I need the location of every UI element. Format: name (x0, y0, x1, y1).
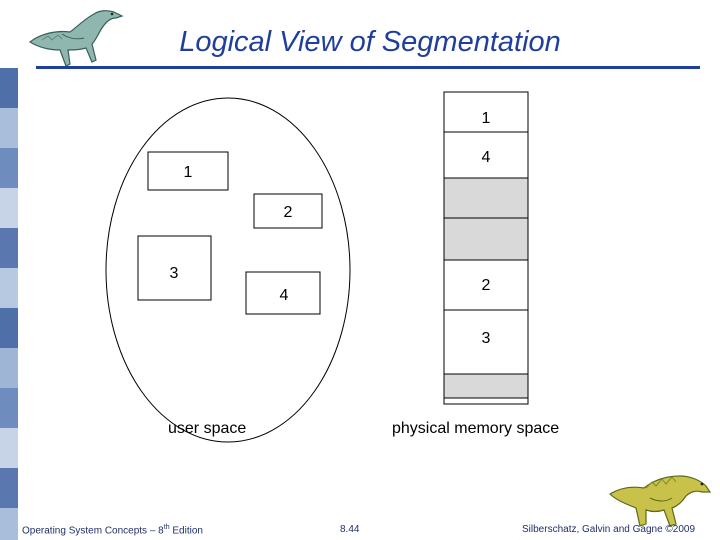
sidebar-band-stripe (0, 148, 18, 188)
footer-course-sup: th (163, 524, 170, 531)
user-segment-label: 3 (170, 265, 179, 282)
sidebar-band-stripe (0, 388, 18, 428)
dinosaur-icon (609, 475, 712, 527)
sidebar-band-stripe (0, 268, 18, 308)
memory-block-free (443, 373, 529, 399)
memory-block-label: 1 (482, 110, 491, 127)
sidebar-band-stripe (0, 108, 18, 148)
memory-block-3 (443, 309, 529, 375)
footer-copyright: Silberschatz, Galvin and Gagne ©2009 (522, 524, 696, 535)
footer-course: Operating System Concepts – 8th Edition (22, 524, 203, 536)
user-segment-label: 2 (284, 204, 293, 221)
sidebar-band-stripe (0, 228, 18, 268)
memory-block-1 (443, 91, 529, 133)
sidebar-band-stripe (0, 188, 18, 228)
footer-page-number: 8.44 (340, 524, 360, 535)
user-segment-3: 3 (137, 235, 212, 301)
sidebar-band-stripe (0, 348, 18, 388)
sidebar-band-stripe (0, 308, 18, 348)
slide-title: Logical View of Segmentation (179, 26, 561, 58)
memory-block-free (443, 177, 529, 219)
physical-memory-caption: physical memory space (392, 420, 560, 437)
user-segment-label: 4 (280, 287, 289, 304)
memory-block-label: 2 (482, 277, 491, 294)
memory-block-label: 4 (482, 149, 491, 166)
user-segment-4: 4 (245, 271, 321, 315)
sidebar-band-stripe (0, 68, 18, 108)
sidebar-band (0, 68, 18, 540)
footer-course-prefix: Operating System Concepts – 8 (22, 525, 164, 537)
user-space-ellipse (105, 97, 351, 443)
user-segment-1: 1 (147, 151, 229, 191)
footer-course-suffix: Edition (169, 525, 203, 537)
title-underline (36, 66, 700, 69)
sidebar-band-stripe (0, 508, 18, 540)
user-space-caption: user space (168, 420, 247, 437)
memory-block-4 (443, 131, 529, 179)
dinosaur-icon (28, 10, 124, 67)
memory-block-bottom (443, 397, 529, 405)
memory-block-label: 3 (482, 330, 491, 347)
physical-memory-column: 1 4 2 3 (443, 91, 529, 405)
memory-block-free (443, 217, 529, 261)
user-segment-2: 2 (253, 193, 323, 229)
sidebar-band-stripe (0, 428, 18, 468)
user-segment-label: 1 (184, 164, 193, 181)
sidebar-band-stripe (0, 468, 18, 508)
